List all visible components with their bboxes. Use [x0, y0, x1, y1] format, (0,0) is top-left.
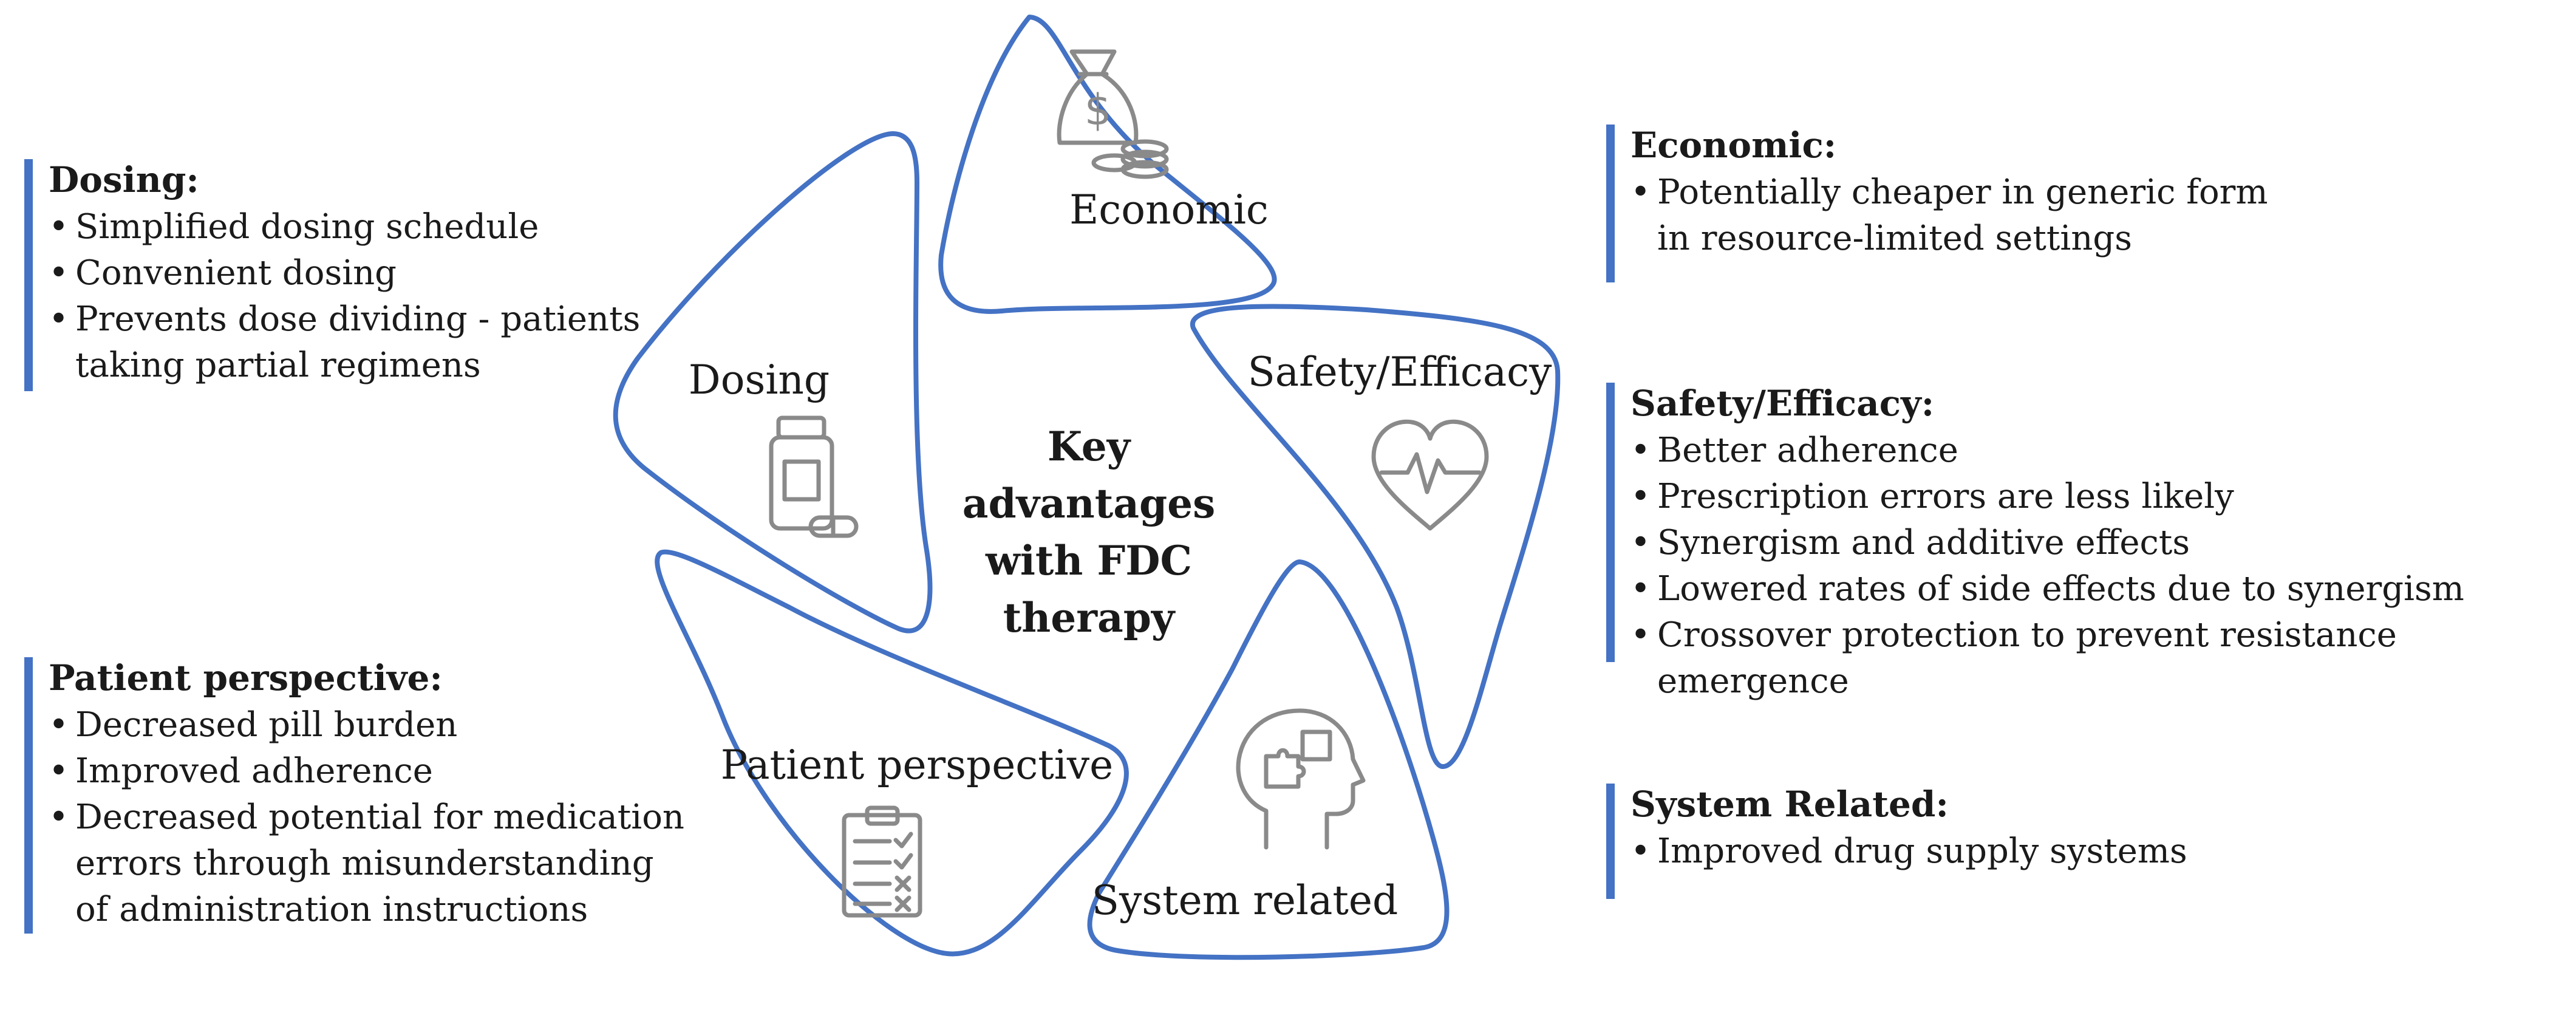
- list-item: Better adherence: [1630, 428, 2572, 474]
- panel-accent-bar: [1606, 784, 1615, 899]
- panel-dosing: Dosing: Simplified dosing schedule Conve…: [24, 159, 668, 391]
- petal-safety: [1190, 304, 1561, 769]
- list-item: Synergism and additive effects: [1630, 520, 2572, 566]
- bullet-list: Improved drug supply systems: [1630, 828, 2274, 875]
- list-item: Prevents dose dividing - patients taking…: [49, 296, 668, 389]
- panel-content: Dosing: Simplified dosing schedule Conve…: [24, 159, 668, 389]
- list-item: Potentially cheaper in generic form in r…: [1630, 169, 2311, 262]
- bullet-list: Potentially cheaper in generic form in r…: [1630, 169, 2311, 262]
- center-title-line-3: with FDC: [985, 537, 1192, 584]
- petal-label-economic: Economic: [1069, 186, 1269, 233]
- bullet-list: Decreased pill burden Improved adherence…: [49, 702, 692, 933]
- list-item: Crossover protection to prevent resistan…: [1630, 612, 2572, 705]
- panel-title: Patient perspective:: [49, 657, 443, 699]
- center-title-line-4: therapy: [1003, 594, 1176, 641]
- pill-bottle-icon: [769, 415, 859, 538]
- head-puzzle-icon: [1236, 708, 1366, 850]
- panel-content: System Related: Improved drug supply sys…: [1606, 784, 2274, 875]
- list-item: Improved drug supply systems: [1630, 828, 2274, 875]
- list-item: Simplified dosing schedule: [49, 204, 668, 250]
- panel-safety-efficacy: Safety/Efficacy: Better adherence Prescr…: [1606, 383, 2572, 701]
- panel-content: Economic: Potentially cheaper in generic…: [1606, 125, 2311, 262]
- petal-system: [1087, 559, 1450, 960]
- petal-economic: [938, 15, 1277, 314]
- center-title: Key advantages with FDC therapy: [963, 423, 1216, 641]
- panel-economic: Economic: Potentially cheaper in generic…: [1606, 125, 2311, 282]
- bullet-list: Better adherence Prescription errors are…: [1630, 428, 2572, 705]
- petal-label-dosing: Dosing: [689, 357, 830, 403]
- center-title-line-2: advantages: [963, 480, 1216, 527]
- list-item: Decreased potential for medication error…: [49, 794, 692, 933]
- panel-patient-perspective: Patient perspective: Decreased pill burd…: [24, 657, 692, 934]
- panel-accent-bar: [1606, 383, 1615, 662]
- panel-title: Dosing:: [49, 159, 199, 200]
- list-item: Lowered rates of side effects due to syn…: [1630, 566, 2572, 612]
- petal-patient: [655, 549, 1129, 957]
- heart-pulse-icon: [1371, 419, 1489, 531]
- panel-accent-bar: [24, 159, 33, 391]
- petal-label-patient: Patient perspective: [721, 742, 1113, 788]
- panel-content: Safety/Efficacy: Better adherence Prescr…: [1606, 383, 2572, 705]
- list-item: Prescription errors are less likely: [1630, 474, 2572, 520]
- money-bag-icon: $: [1057, 49, 1169, 179]
- panel-system-related: System Related: Improved drug supply sys…: [1606, 784, 2274, 899]
- clipboard-checklist-icon: [842, 805, 922, 918]
- panel-title: System Related:: [1630, 784, 1949, 825]
- petal-dosing: [613, 131, 933, 634]
- petal-label-safety: Safety/Efficacy: [1248, 349, 1553, 395]
- panel-title: Economic:: [1630, 125, 1837, 166]
- list-item: Improved adherence: [49, 748, 692, 794]
- panel-content: Patient perspective: Decreased pill burd…: [24, 657, 692, 933]
- center-title-line-1: Key: [1048, 423, 1131, 470]
- bullet-list: Simplified dosing schedule Convenient do…: [49, 204, 668, 389]
- list-item: Decreased pill burden: [49, 702, 692, 748]
- panel-accent-bar: [24, 657, 33, 934]
- panel-accent-bar: [1606, 125, 1615, 282]
- panel-title: Safety/Efficacy:: [1630, 383, 1935, 424]
- money-symbol: $: [1085, 85, 1112, 135]
- list-item: Convenient dosing: [49, 250, 668, 296]
- petal-label-system: System related: [1092, 877, 1398, 924]
